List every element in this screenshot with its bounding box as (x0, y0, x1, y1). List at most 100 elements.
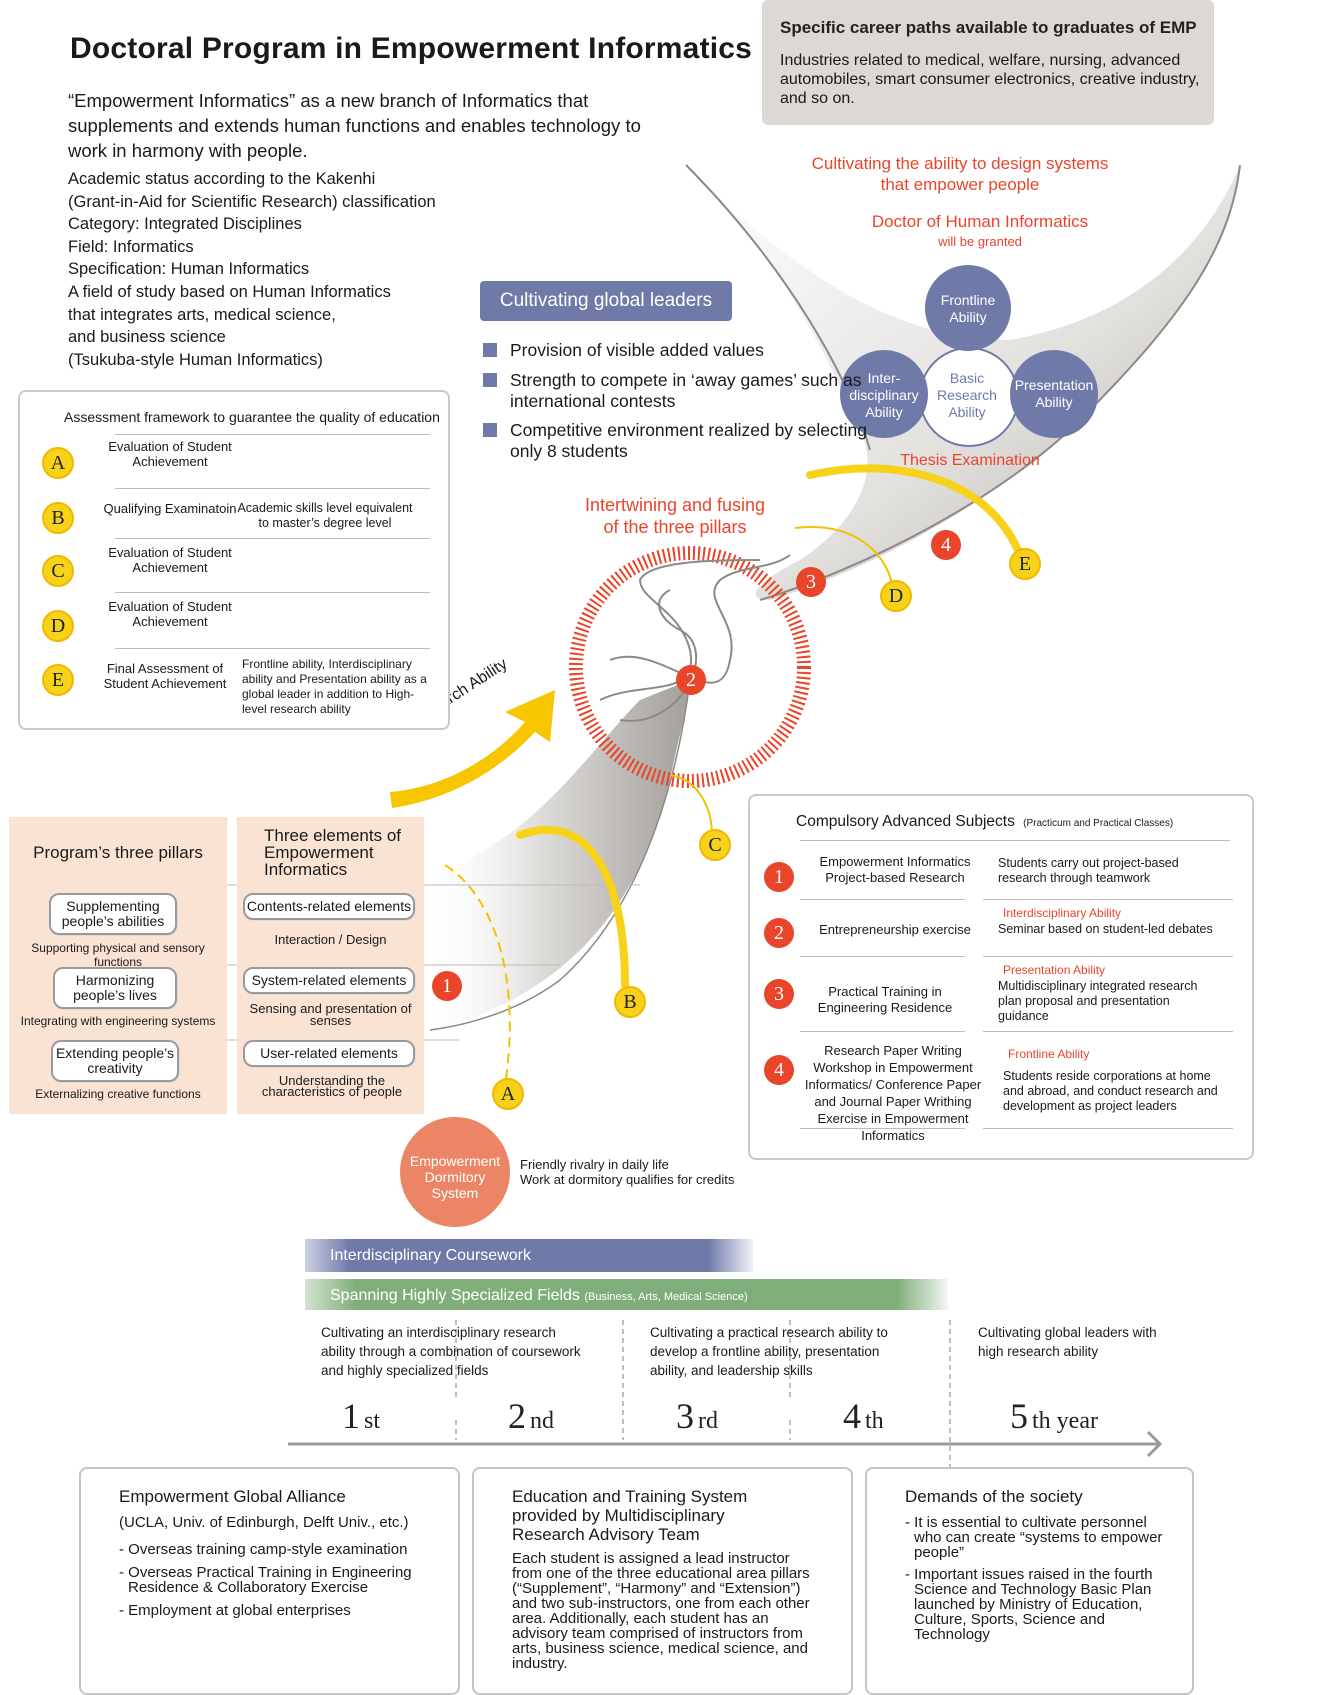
doctor-degree: Doctor of Human Informatics (871, 212, 1089, 231)
alliance-item-3: - Employment at global enterprises (119, 1602, 351, 1619)
strand-2 (609, 554, 791, 684)
society-demands-box: Demands of the society - It is essential… (865, 1467, 1194, 1695)
marker-3: 3 (796, 567, 826, 597)
dormitory-circle: Empowerment Dormitory System (400, 1117, 510, 1227)
lower-tube-outline (429, 679, 691, 1031)
subject-num-1: 1 (764, 862, 794, 892)
element-system: System-related elements (243, 967, 415, 994)
subject-ability-4: Frontline Ability (1008, 1047, 1090, 1061)
education-heading: Education and Training System provided b… (512, 1487, 748, 1544)
coursework-bar-2-label: Spanning Highly Specialized Fields (Busi… (330, 1287, 748, 1304)
subject-num-2: 2 (764, 918, 794, 948)
marker-4: 4 (931, 530, 961, 560)
marker-b: B (614, 986, 646, 1018)
marker-c: C (699, 829, 731, 861)
alliance-sub: (UCLA, Univ. of Edinburgh, Delft Univ., … (119, 1514, 409, 1531)
subject-name-1: Empowerment Informatics Project-based Re… (819, 854, 971, 885)
subject-name-3: Practical Training in Engineering Reside… (817, 984, 953, 1015)
coursework-bar-2 (305, 1279, 948, 1310)
subjects-heading: Compulsory Advanced Subjects (Practicum … (796, 813, 1174, 830)
subject-desc-3: Multidisciplinary integrated research pl… (998, 979, 1198, 1023)
marker-2: 2 (676, 665, 706, 695)
alliance-item-1: - Overseas training camp-style examinati… (119, 1541, 408, 1558)
presentation-ability: Presentation Ability (1010, 350, 1098, 438)
subject-desc-2: Seminar based on student-led debates (998, 922, 1213, 936)
assessment-name-c: Evaluation of Student Achievement (108, 545, 232, 575)
lower-tube (420, 680, 690, 1030)
alliance-heading: Empowerment Global Alliance (119, 1487, 346, 1506)
strand-3 (619, 589, 698, 722)
pillars-heading: Program’s three pillars (33, 843, 203, 862)
assessment-letter-d: D (42, 610, 74, 642)
coursework-bar-1 (305, 1239, 753, 1272)
subject-num-3: 3 (764, 979, 794, 1009)
global-alliance-box: Empowerment Global Alliance (UCLA, Univ.… (79, 1467, 460, 1695)
demands-item-1: - It is essential to cultivate personnel… (905, 1514, 1163, 1561)
education-body: Each student is assigned a lead instruct… (512, 1550, 810, 1672)
assessment-desc-b: Academic skills level equivalent to mast… (237, 501, 413, 530)
pillar-harmonizing-desc: Integrating with engineering systems (20, 1014, 216, 1028)
demands-heading: Demands of the society (905, 1487, 1083, 1506)
cultivating-design-text: Cultivating the ability to design system… (811, 154, 1109, 194)
demands-item-2: - Important issues raised in the fourth … (905, 1566, 1153, 1643)
global-leaders-heading: Cultivating global leaders (480, 281, 732, 321)
assessment-name-a: Evaluation of Student Achievement (108, 439, 232, 469)
phase-3: Cultivating global leaders with high res… (978, 1325, 1157, 1359)
frontline-ability: Frontline Ability (925, 265, 1011, 351)
basic-research-ability: Basic Research Ability (937, 370, 997, 420)
element-user-desc: Understanding the characteristics of peo… (261, 1073, 403, 1099)
pillar-harmonizing: Harmonizing people’s lives (53, 967, 177, 1009)
coursework-bar-1-label: Interdisciplinary Coursework (330, 1247, 531, 1264)
page-title: Doctoral Program in Empowerment Informat… (70, 32, 753, 65)
pillar-supplementing: Supplementing people’s abilities (49, 893, 177, 935)
assessment-letter-b: B (42, 502, 74, 534)
marker-a: A (492, 1078, 524, 1110)
strand-1 (599, 559, 761, 701)
elements-panel: Three elements of Empowerment Informatic… (237, 817, 424, 1114)
elements-heading: Three elements of Empowerment Informatic… (264, 826, 402, 879)
intertwining-text: Intertwining and fusing of the three pil… (584, 495, 766, 537)
timeline-arrowhead (1146, 1430, 1163, 1458)
thesis-examination: Thesis Examination (900, 452, 1040, 469)
subject-num-4: 4 (764, 1055, 794, 1085)
element-contents-desc: Interaction / Design (274, 932, 387, 947)
compulsory-subjects: Compulsory Advanced Subjects (Practicum … (748, 794, 1254, 1160)
alliance-item-2: - Overseas Practical Training in Enginee… (119, 1564, 412, 1596)
pillars-panel: Program’s three pillars Supplementing pe… (9, 817, 227, 1114)
intro-text: “Empowerment Informatics” as a new branc… (68, 90, 641, 161)
element-contents: Contents-related elements (243, 893, 415, 920)
marker-e: E (1009, 548, 1041, 580)
assessment-heading: Assessment framework to guarantee the qu… (64, 409, 440, 425)
subject-ability-3: Presentation Ability (1003, 963, 1106, 977)
subject-ability-2: Interdisciplinary Ability (1003, 906, 1122, 920)
fusion-circle (569, 546, 811, 788)
career-body: Industries related to medical, welfare, … (780, 52, 1200, 107)
assessment-letter-a: A (42, 447, 74, 479)
interdisciplinary-ability: Inter- disciplinary Ability (840, 350, 928, 438)
phase-1: Cultivating an interdisciplinary researc… (321, 1325, 581, 1378)
kakenhi-classification: Academic status according to the Kakenhi… (68, 170, 436, 369)
element-system-desc: Sensing and presentation of senses (249, 1001, 412, 1028)
phase-2: Cultivating a practical research ability… (650, 1325, 888, 1378)
arc-c (669, 774, 713, 836)
assessment-letter-c: C (42, 555, 74, 587)
marker-d: D (880, 580, 912, 612)
assessment-framework: Assessment framework to guarantee the qu… (18, 390, 450, 730)
pillar-extending-desc: Externalizing creative functions (35, 1087, 201, 1101)
subject-name-2: Entrepreneurship exercise (819, 922, 971, 937)
research-ability-arrow (390, 690, 555, 808)
assessment-name-b: Qualifying Examinatoin (103, 501, 237, 516)
element-user: User-related elements (243, 1040, 415, 1067)
assessment-name-e: Final Assessment of Student Achievement (103, 661, 227, 691)
assessment-name-d: Evaluation of Student Achievement (108, 599, 232, 629)
dormitory-notes: Friendly rivalry in daily life Work at d… (520, 1157, 735, 1187)
assessment-desc-e: Frontline ability, Interdisciplinary abi… (242, 657, 427, 716)
education-system-box: Education and Training System provided b… (472, 1467, 853, 1695)
subject-desc-4: Students reside corporations at home and… (1003, 1069, 1218, 1113)
career-heading: Specific career paths available to gradu… (780, 18, 1197, 37)
